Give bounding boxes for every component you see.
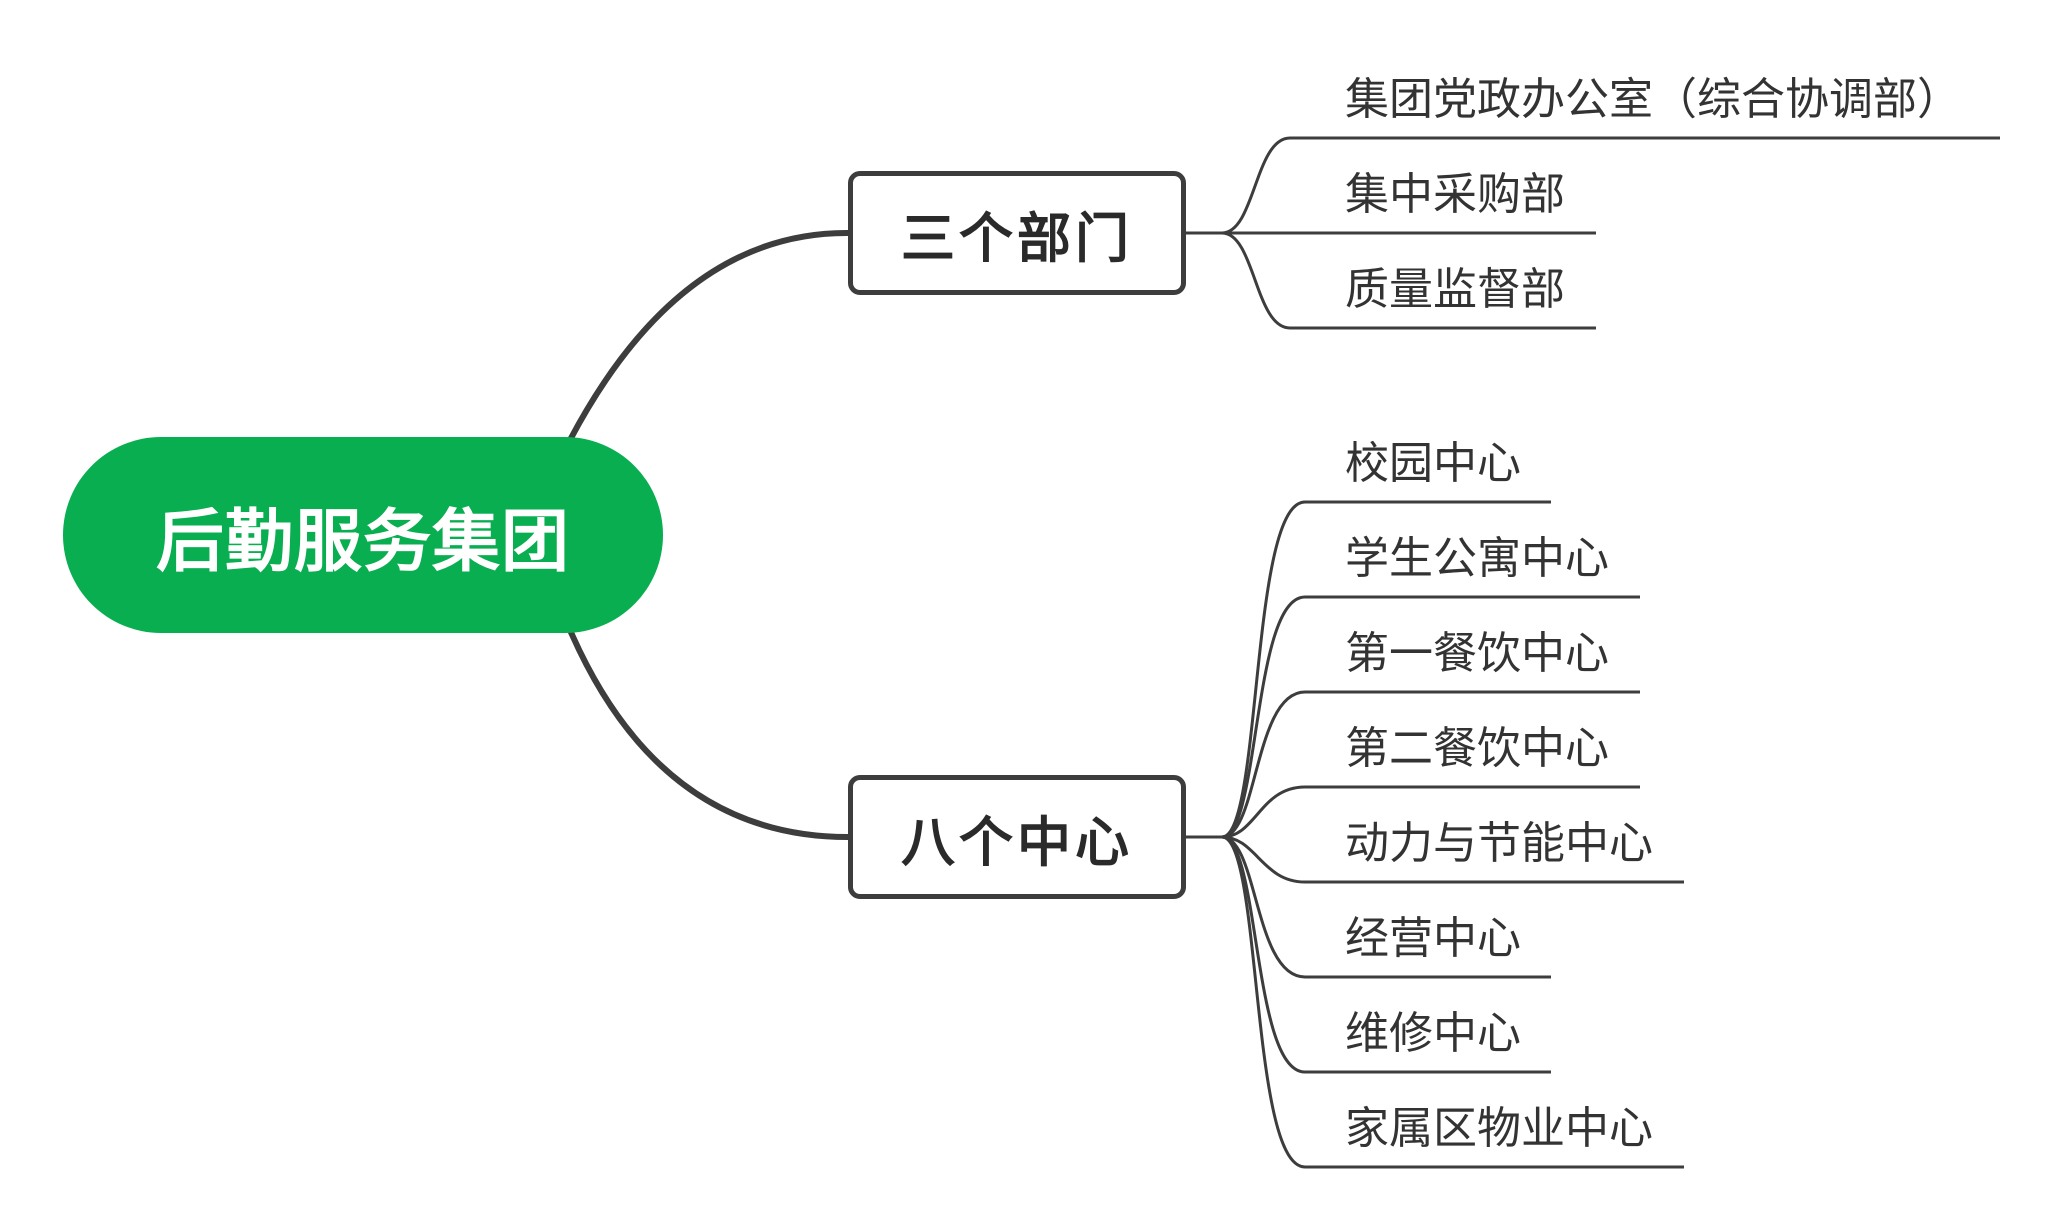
leaf-node-dept-3[interactable]: 质量监督部 [1345, 264, 1565, 315]
branch-node-label: 三个部门 [901, 206, 1133, 270]
leaf-connector-center-1 [1221, 500, 1551, 839]
leaf-connector-dept-1 [1221, 136, 2000, 235]
leaf-node-center-2[interactable]: 学生公寓中心 [1345, 533, 1609, 584]
leaf-connector-dept-3 [1221, 231, 1596, 330]
leaf-node-dept-2[interactable]: 集中采购部 [1345, 169, 1565, 220]
leaf-node-center-1[interactable]: 校园中心 [1345, 438, 1521, 489]
branch-node-label: 八个中心 [901, 810, 1133, 874]
leaf-node-center-3[interactable]: 第一餐饮中心 [1345, 628, 1609, 679]
branch-node-departments[interactable]: 三个部门 [848, 171, 1186, 295]
root-to-centers-connector [567, 628, 849, 840]
branch-node-centers[interactable]: 八个中心 [848, 775, 1186, 899]
leaf-connector-center-5 [1221, 835, 1684, 884]
leaf-connector-center-8 [1221, 835, 1684, 1169]
leaf-connector-center-6 [1221, 835, 1551, 979]
root-to-departments-connector [567, 229, 849, 442]
root-node[interactable]: 后勤服务集团 [63, 437, 663, 633]
leaf-connector-center-4 [1221, 785, 1640, 839]
leaf-node-dept-1[interactable]: 集团党政办公室（综合协调部） [1345, 74, 1961, 125]
leaf-node-center-7[interactable]: 维修中心 [1345, 1008, 1521, 1059]
leaf-node-center-5[interactable]: 动力与节能中心 [1345, 818, 1653, 869]
leaf-node-center-4[interactable]: 第二餐饮中心 [1345, 723, 1609, 774]
leaf-node-center-8[interactable]: 家属区物业中心 [1345, 1103, 1653, 1154]
leaf-connector-center-2 [1221, 595, 1640, 839]
leaf-connector-center-3 [1221, 690, 1640, 839]
root-node-label: 后勤服务集团 [155, 502, 570, 582]
leaf-node-center-6[interactable]: 经营中心 [1345, 913, 1521, 964]
